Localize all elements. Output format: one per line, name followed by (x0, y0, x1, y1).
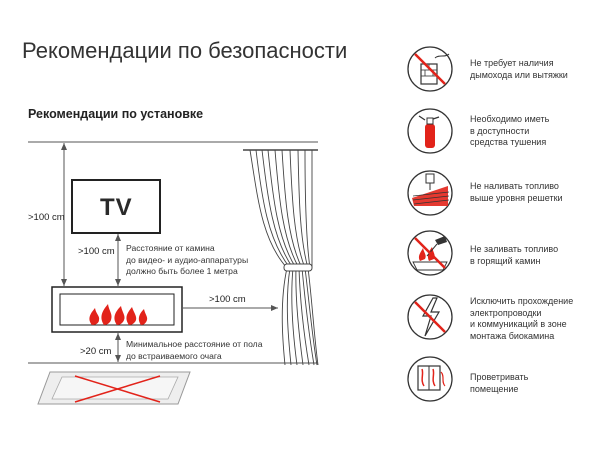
section-subtitle: Рекомендации по установке (28, 107, 204, 121)
floor-distance-note: Минимальное расстояние от пола до встраи… (126, 339, 263, 361)
tv-height-label: >100 cm (28, 212, 65, 223)
fuel-level-grate-icon (407, 170, 453, 216)
page-title: Рекомендации по безопасности (22, 38, 348, 63)
recommendation-no-pouring: Не заливать топливо в горящий камин (470, 244, 559, 266)
recommendation-no-wiring: Исключить прохождение электропроводки и … (470, 296, 574, 341)
recommendation-ventilation: Проветривать помещение (470, 372, 529, 394)
recommendation-no-chimney: Не требует наличия дымохода или вытяжки (470, 58, 568, 80)
curtain-tieback (283, 263, 313, 272)
curtain-distance-label: >100 cm (209, 294, 246, 305)
tv-fireplace-distance-label: >100 cm (78, 246, 115, 257)
flames-icon (89, 304, 148, 325)
tv-box (71, 179, 161, 234)
recommendation-extinguisher: Необходимо иметь в доступности средства … (470, 114, 550, 147)
recommendation-fuel-level: Не наливать топливо выше уровня решетки (470, 181, 563, 203)
no-wiring-icon (407, 294, 453, 340)
ventilation-window-icon (407, 356, 453, 402)
no-chimney-icon (407, 46, 453, 92)
no-pouring-into-fire-icon (407, 230, 453, 276)
tv-label: TV (100, 194, 133, 221)
curtain (249, 149, 319, 366)
floor-distance-label: >20 cm (80, 346, 112, 357)
av-distance-note: Расстояние от камина до видео- и аудио-а… (126, 243, 249, 276)
fire-extinguisher-icon (407, 108, 453, 154)
